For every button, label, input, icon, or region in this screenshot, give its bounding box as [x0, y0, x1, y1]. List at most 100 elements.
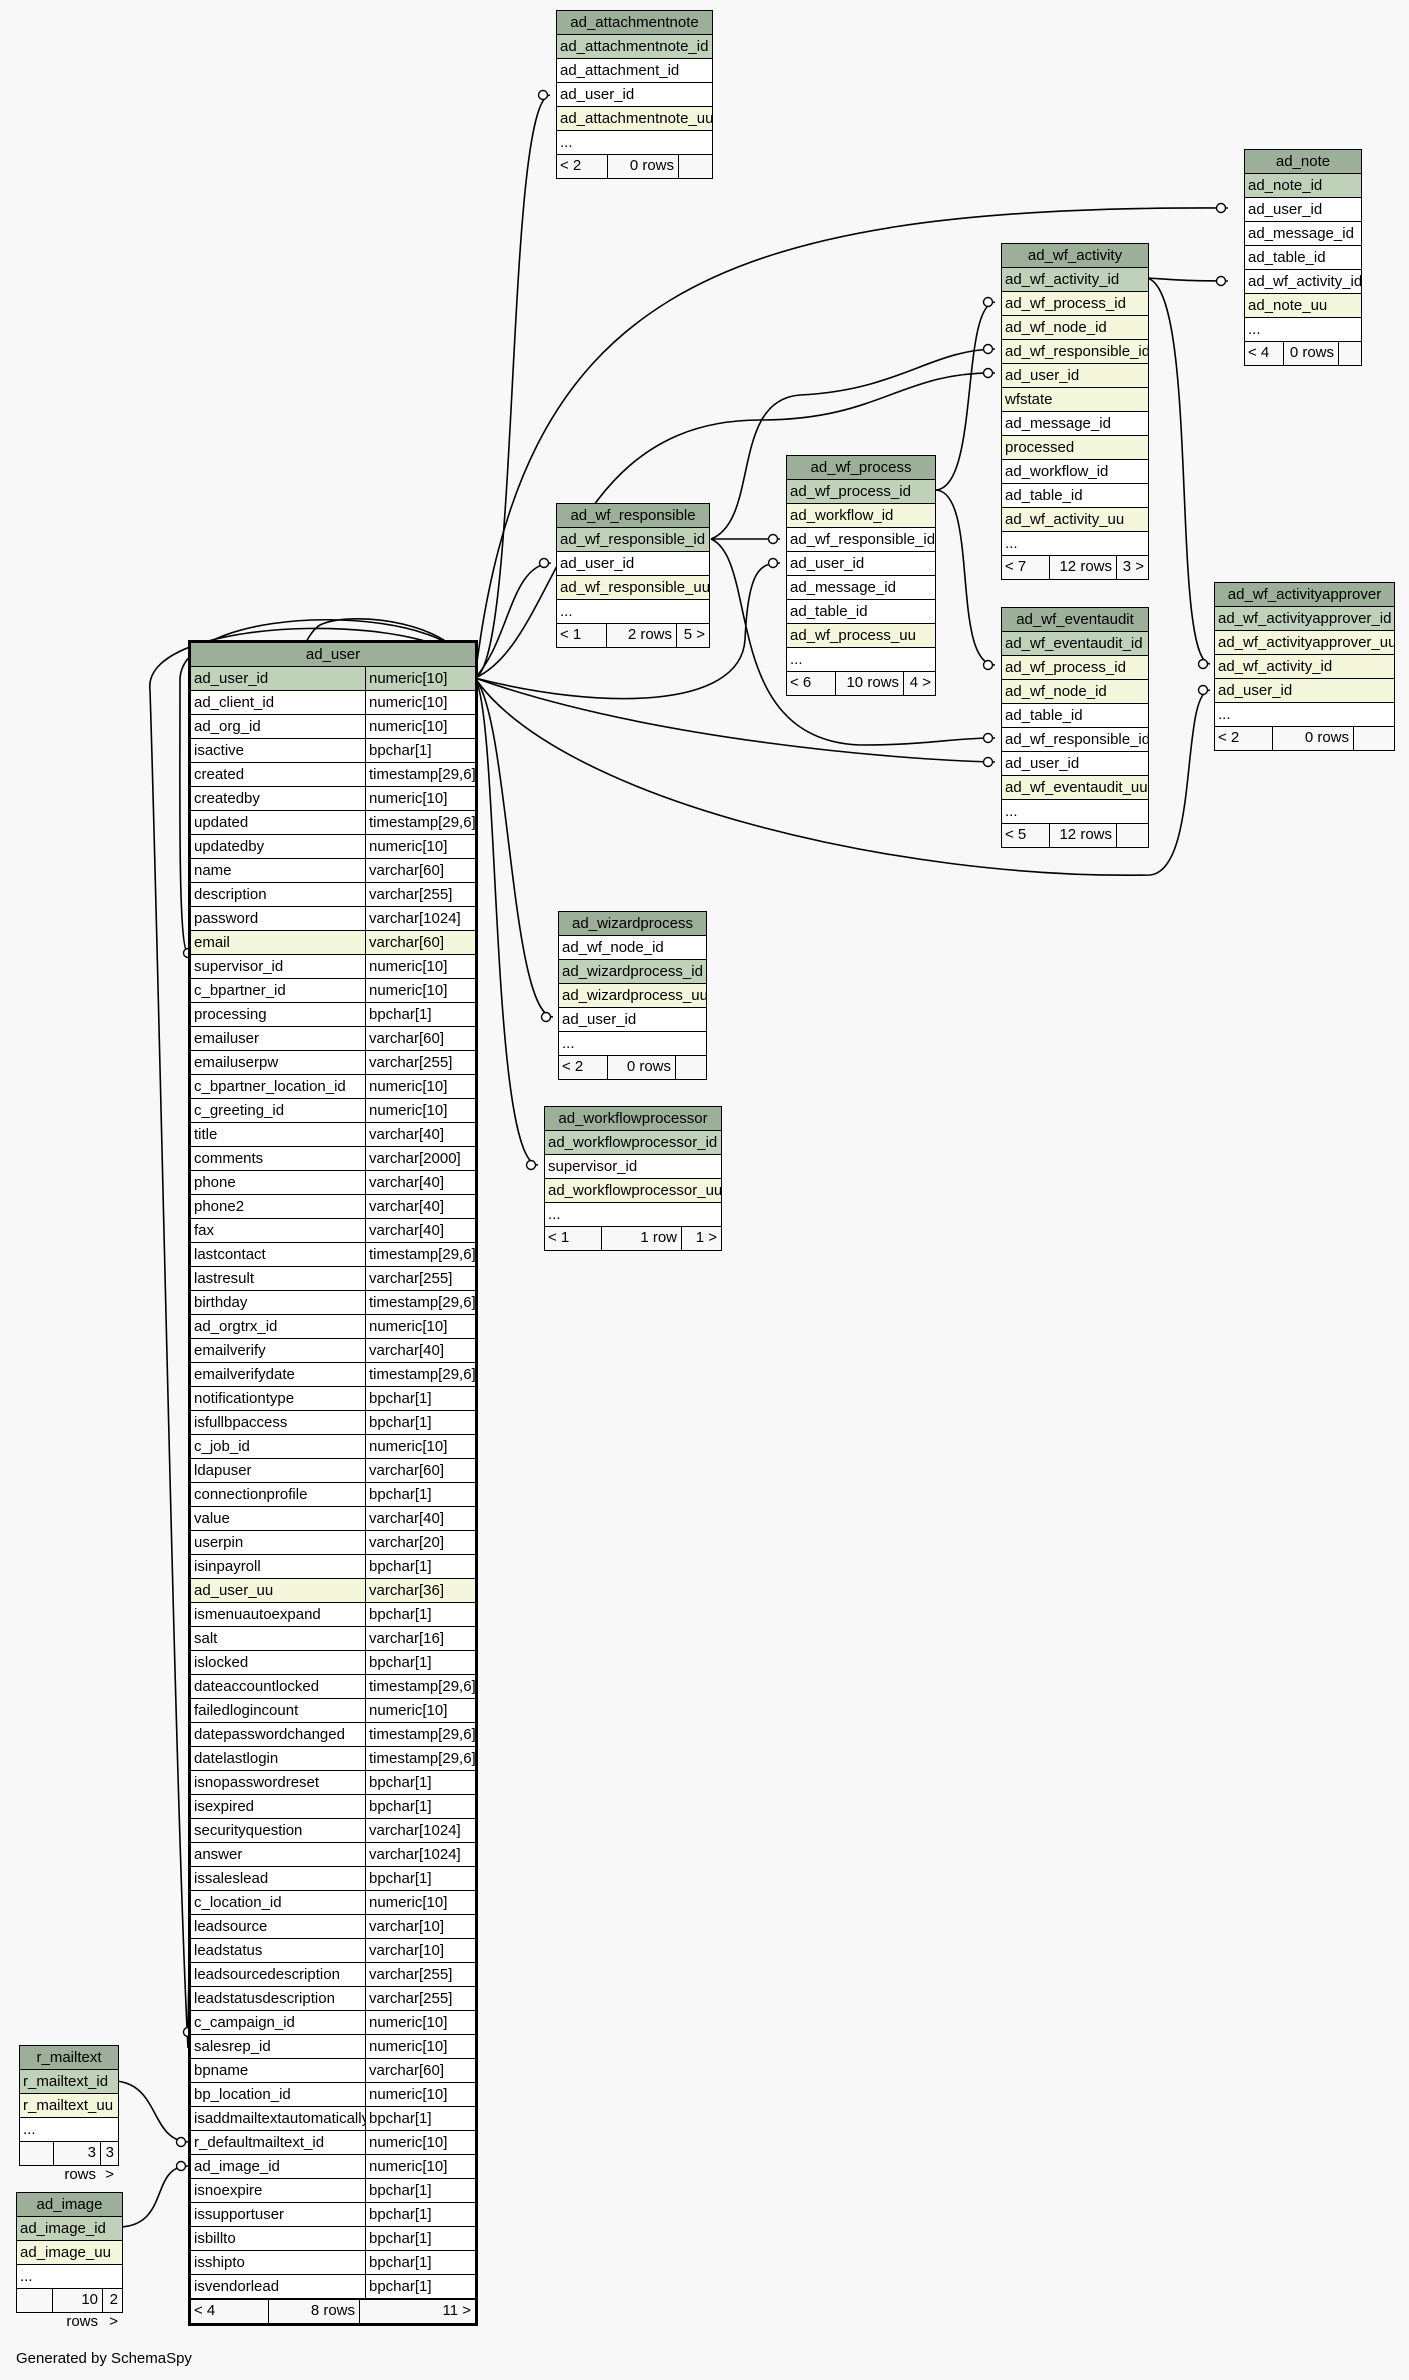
parents-link[interactable]: < 1: [545, 1227, 602, 1250]
column-row[interactable]: ad_user_id: [787, 552, 935, 576]
column-row[interactable]: ad_user_id: [557, 83, 712, 107]
column-row[interactable]: ad_user_id: [557, 552, 709, 576]
table-header[interactable]: ad_wf_process: [787, 456, 935, 480]
column-row[interactable]: ad_attachment_id: [557, 59, 712, 83]
table-header[interactable]: ad_note: [1245, 150, 1361, 174]
column-row[interactable]: ad_table_id: [1002, 484, 1148, 508]
column-row[interactable]: ad_workflow_id: [1002, 460, 1148, 484]
more-columns[interactable]: ...: [20, 2118, 118, 2142]
children-link[interactable]: 3 >: [105, 2144, 114, 2183]
children-link[interactable]: [1117, 824, 1148, 847]
column-row[interactable]: ad_user_id: [1245, 198, 1361, 222]
column-row[interactable]: r_mailtext_id: [20, 2070, 118, 2094]
children-link[interactable]: 1 >: [695, 1229, 717, 1246]
more-columns[interactable]: ...: [1002, 800, 1148, 824]
parents-link[interactable]: < 4: [1245, 342, 1284, 365]
column-row[interactable]: ad_user_id: [1002, 752, 1148, 776]
column-row[interactable]: ad_wf_process_uu: [787, 624, 935, 648]
parents-link[interactable]: [20, 2142, 54, 2165]
children-link[interactable]: [679, 155, 712, 178]
column-row[interactable]: ad_message_id: [1245, 222, 1361, 246]
children-link[interactable]: [1339, 342, 1361, 365]
children-link[interactable]: 2 >: [109, 2291, 118, 2330]
column-row[interactable]: ad_wf_activity_id: [1245, 270, 1361, 294]
column-row[interactable]: ad_wf_activity_id: [1215, 655, 1394, 679]
column-row[interactable]: ad_message_id: [1002, 412, 1148, 436]
column-row[interactable]: ad_wf_node_id: [1002, 316, 1148, 340]
column-row[interactable]: ad_wf_eventaudit_uu: [1002, 776, 1148, 800]
parents-link[interactable]: [17, 2289, 53, 2312]
column-row[interactable]: ad_wf_responsible_uu: [557, 576, 709, 600]
column-row[interactable]: ad_wf_responsible_id: [1002, 340, 1148, 364]
column-row[interactable]: ad_wf_eventaudit_id: [1002, 632, 1148, 656]
more-columns[interactable]: ...: [559, 1032, 706, 1056]
column-row[interactable]: ad_wizardprocess_uu: [559, 984, 706, 1008]
column-row[interactable]: ad_note_uu: [1245, 294, 1361, 318]
column-row[interactable]: ad_attachmentnote_uu: [557, 107, 712, 131]
column-row[interactable]: ad_table_id: [1245, 246, 1361, 270]
table-header[interactable]: ad_image: [17, 2193, 122, 2217]
column-row[interactable]: ad_workflowprocessor_id: [545, 1131, 721, 1155]
children-link[interactable]: [676, 1056, 706, 1079]
more-columns[interactable]: ...: [17, 2265, 122, 2289]
parents-link[interactable]: < 7: [1002, 556, 1050, 579]
column-row[interactable]: supervisor_id: [545, 1155, 721, 1179]
column-row[interactable]: wfstate: [1002, 388, 1148, 412]
column-row[interactable]: ad_message_id: [787, 576, 935, 600]
column-row[interactable]: ad_wf_activityapprover_uu: [1215, 631, 1394, 655]
more-columns[interactable]: ...: [1002, 532, 1148, 556]
column-row[interactable]: ad_wizardprocess_id: [559, 960, 706, 984]
column-row[interactable]: ad_wf_activity_uu: [1002, 508, 1148, 532]
parents-link[interactable]: < 2: [1215, 727, 1273, 750]
table-header[interactable]: ad_attachmentnote: [557, 11, 712, 35]
column-row[interactable]: ad_wf_process_id: [787, 480, 935, 504]
